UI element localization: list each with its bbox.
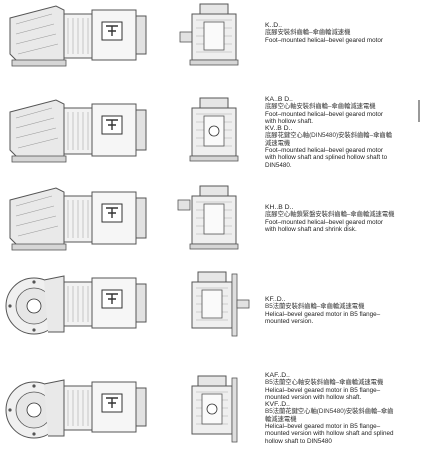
english-description: Foot–mounted helical–bevel geared motor xyxy=(265,36,383,44)
english-description: with hollow shaft. xyxy=(265,117,313,125)
english-description: Foot–mounted helical–bevel geared motor xyxy=(265,147,383,155)
english-description: mounted version with hollow shaft and sp… xyxy=(265,430,394,438)
motor-side-view-4 xyxy=(4,266,154,342)
english-description: Helical–bevel geared motor in B5 flange– xyxy=(265,423,381,431)
flange-motor-top-illustration xyxy=(191,271,250,337)
english-description: Foot–mounted helical–bevel geared motor xyxy=(265,218,383,226)
product-description-5: KAF..D.. B5法蘭空心軸安裝斜齒輪–傘齒輪減速電機 Helical–be… xyxy=(265,372,423,445)
product-row-4: KF..D.. B5法蘭安裝斜齒輪–傘齒輪減速電機 Helical–bevel … xyxy=(0,266,423,346)
model-code: KF..D.. xyxy=(265,296,286,303)
shrink-disk-motor-top-illustration xyxy=(177,185,239,250)
motor-top-view-2 xyxy=(174,92,254,166)
chinese-description: 底腳花鍵空心軸(DIN5480)安裝斜齒輪–傘齒輪 xyxy=(265,132,393,140)
model-code: K..D.. xyxy=(265,22,282,29)
motor-top-view-4 xyxy=(174,266,254,342)
english-description: mounted version with hollow shaft. xyxy=(265,393,362,401)
motor-top-view-1 xyxy=(174,0,254,68)
product-row-1: K..D.. 底腳安裝斜齒輪–傘齒輪減速機 Foot–mounted helic… xyxy=(0,0,423,90)
english-description: Foot–mounted helical–bevel geared motor xyxy=(265,110,383,118)
english-description: Helical–bevel geared motor in B5 flange– xyxy=(265,386,381,394)
chinese-description: 底腳空心軸安裝斜齒輪–傘齒輪減速電機 xyxy=(265,103,376,111)
hollow-shaft-motor-top-illustration xyxy=(189,97,239,162)
motor-top-view-5 xyxy=(174,368,254,450)
product-description-3: KH..B D.. 底腳空心軸鎖緊盤安裝斜齒輪–傘齒輪減速電機 Foot–mou… xyxy=(265,204,423,233)
model-code: KAF..D.. xyxy=(265,372,290,379)
model-code: KA..B D.. xyxy=(265,96,293,103)
motor-top-view-3 xyxy=(174,182,254,254)
foot-mounted-motor-top-illustration xyxy=(179,3,239,66)
english-description: with hollow shaft and shrink disk. xyxy=(265,225,357,233)
english-description: DIN5480. xyxy=(265,161,292,169)
product-row-5: KAF..D.. B5法蘭空心軸安裝斜齒輪–傘齒輪減速電機 Helical–be… xyxy=(0,362,423,465)
chinese-description: B5法蘭空心軸安裝斜齒輪–傘齒輪減速電機 xyxy=(265,379,384,387)
hollow-shaft-motor-side-illustration xyxy=(9,99,147,163)
english-description: mounted version. xyxy=(265,317,314,325)
page-edge-mark xyxy=(418,100,420,122)
product-description-1: K..D.. 底腳安裝斜齒輪–傘齒輪減速機 Foot–mounted helic… xyxy=(265,22,423,44)
flange-hollow-shaft-motor-top-illustration xyxy=(191,375,238,443)
flange-motor-side-illustration xyxy=(5,275,147,335)
product-row-2: KA..B D.. 底腳空心軸安裝斜齒輪–傘齒輪減速電機 Foot–mounte… xyxy=(0,90,423,180)
english-description: with hollow shaft and splined hollow sha… xyxy=(265,154,388,162)
flange-hollow-shaft-motor-side-illustration xyxy=(5,379,147,439)
product-description-2: KA..B D.. 底腳空心軸安裝斜齒輪–傘齒輪減速電機 Foot–mounte… xyxy=(265,96,423,169)
chinese-description: 底腳空心軸鎖緊盤安裝斜齒輪–傘齒輪減速電機 xyxy=(265,211,395,219)
product-description-4: KF..D.. B5法蘭安裝斜齒輪–傘齒輪減速電機 Helical–bevel … xyxy=(265,296,423,325)
motor-side-view-3 xyxy=(4,182,154,254)
shrink-disk-motor-side-illustration xyxy=(9,187,147,251)
motor-side-view-2 xyxy=(4,92,154,166)
english-description: hollow shaft to DIN5480 xyxy=(265,437,332,445)
foot-mounted-motor-side-illustration xyxy=(9,5,147,67)
model-code: KV..B D.. xyxy=(265,125,293,133)
model-code: KVF..D.. xyxy=(265,401,290,409)
english-description: Helical–bevel geared motor in B5 flange– xyxy=(265,310,381,318)
chinese-description: B5法蘭安裝斜齒輪–傘齒輪減速電機 xyxy=(265,303,365,311)
chinese-description: 減速電機 xyxy=(265,139,291,147)
chinese-description: B5法蘭花鍵空心軸(DIN5480)安裝斜齒輪–傘齒 xyxy=(265,408,394,416)
motor-side-view-5 xyxy=(4,368,154,450)
product-row-3: KH..B D.. 底腳空心軸鎖緊盤安裝斜齒輪–傘齒輪減速電機 Foot–mou… xyxy=(0,182,423,262)
chinese-description: 輪減速電機 xyxy=(265,415,297,423)
chinese-description: 底腳安裝斜齒輪–傘齒輪減速機 xyxy=(265,29,351,37)
model-code: KH..B D.. xyxy=(265,204,294,211)
motor-side-view-1 xyxy=(4,0,154,68)
